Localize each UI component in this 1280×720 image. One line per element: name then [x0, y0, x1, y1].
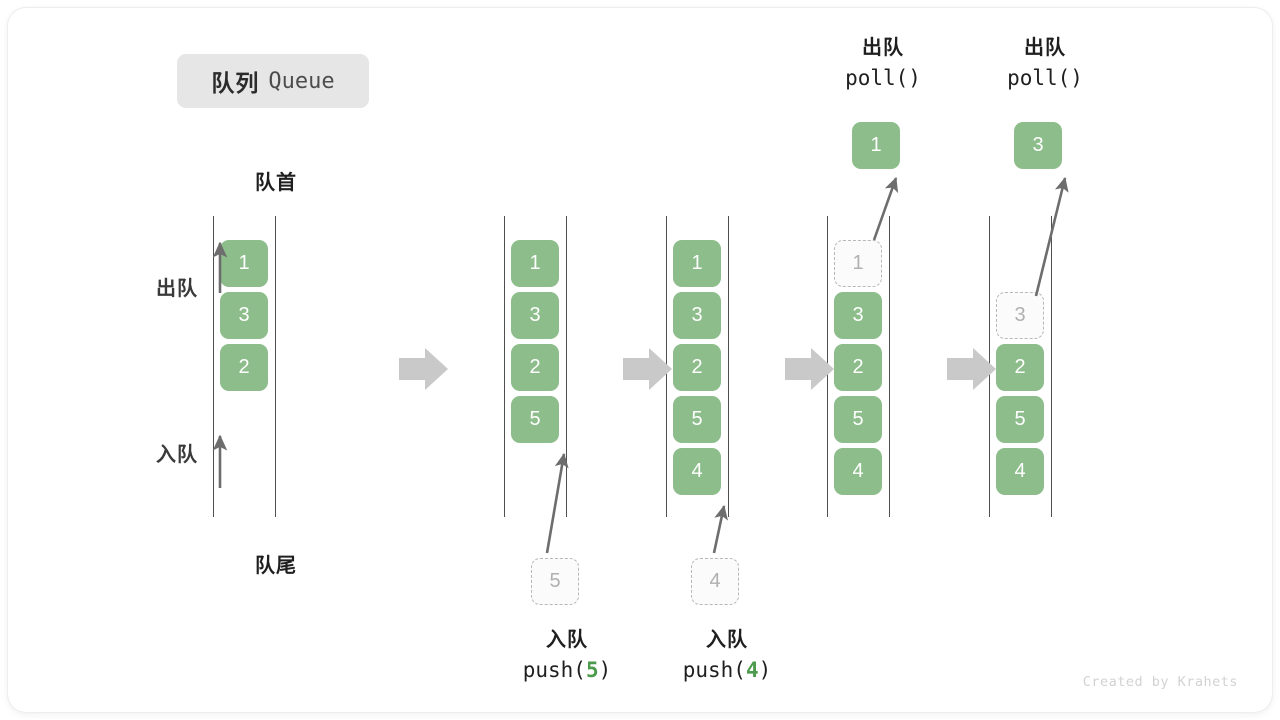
operation-label-code: poll(): [960, 63, 1130, 93]
queue-column-after-poll-1: 1 3 2 5 4 1 出队 poll(): [790, 8, 990, 712]
operation-label-push-5: 入队 push(5): [482, 626, 652, 685]
rail-right: [728, 216, 729, 517]
queue-column-after-poll-3: 3 2 5 4 3 出队 poll(): [952, 8, 1152, 712]
diagram-title-cn: 队列: [211, 70, 260, 96]
operation-label-code: push(5): [482, 655, 652, 685]
queue-cell: 1: [673, 240, 721, 287]
queue-column-after-push-4: 1 3 2 5 4 4 入队 push(4): [629, 8, 829, 712]
queue-cell: 3: [511, 292, 559, 339]
queue-cell: 4: [673, 448, 721, 495]
queue-cell: 2: [834, 344, 882, 391]
rail-right: [566, 216, 567, 517]
operation-label-code: push(4): [642, 655, 812, 685]
operation-fn: push(: [522, 658, 586, 682]
operation-close: ): [758, 658, 772, 682]
queue-cell-removed: 1: [834, 240, 882, 287]
rear-label: 队尾: [255, 555, 297, 577]
front-label: 队首: [255, 172, 297, 194]
incoming-element: 5: [531, 558, 579, 605]
queue-cell: 5: [511, 396, 559, 443]
enqueue-direction-label: 入队: [156, 444, 198, 466]
queue-cell: 3: [834, 292, 882, 339]
queue-cell: 3: [220, 292, 268, 339]
diagram-title-en: Queue: [268, 68, 335, 94]
operation-fn: poll(): [1007, 66, 1083, 90]
queue-column-after-push-5: 1 3 2 5 5 入队 push(5): [467, 8, 667, 712]
queue-cell: 3: [673, 292, 721, 339]
rail-right: [1051, 216, 1052, 517]
watermark: Created by Krahets: [1082, 674, 1238, 690]
queue-cell: 5: [673, 396, 721, 443]
rail-right: [275, 216, 276, 517]
queue-cell: 2: [511, 344, 559, 391]
queue-cell: 2: [220, 344, 268, 391]
operation-fn: push(: [682, 658, 746, 682]
queue-cell: 1: [511, 240, 559, 287]
rail-left: [504, 216, 505, 517]
operation-label-push-4: 入队 push(4): [642, 626, 812, 685]
queue-cell: 5: [996, 396, 1044, 443]
rail-left: [989, 216, 990, 517]
rail-right: [889, 216, 890, 517]
queue-cell: 1: [220, 240, 268, 287]
operation-fn: poll(): [845, 66, 921, 90]
queue-column-initial: 队首 1 3 2 队尾 出队 入队: [156, 8, 376, 712]
rail-left: [666, 216, 667, 517]
diagram-canvas: 队列 Queue 队首 1 3 2 队尾 出队 入队 1 3 2 5 5 入队 …: [8, 8, 1272, 712]
operation-arg: 4: [745, 658, 759, 682]
rail-left: [827, 216, 828, 517]
queue-cell: 2: [673, 344, 721, 391]
dequeue-direction-label: 出队: [156, 278, 198, 300]
operation-label-cn: 出队: [1024, 37, 1066, 59]
incoming-element: 4: [691, 558, 739, 605]
operation-label-cn: 入队: [546, 629, 588, 651]
operation-label-code: poll(): [798, 63, 968, 93]
queue-cell: 4: [996, 448, 1044, 495]
operation-arg: 5: [585, 658, 599, 682]
operation-label-poll-1: 出队 poll(): [798, 34, 968, 93]
step-arrow-icon: [399, 348, 448, 390]
operation-label-cn: 出队: [862, 37, 904, 59]
rail-left: [213, 216, 214, 517]
queue-cell: 2: [996, 344, 1044, 391]
operation-label-cn: 入队: [706, 629, 748, 651]
diagram-title-badge: 队列 Queue: [177, 54, 369, 108]
operation-label-poll-3: 出队 poll(): [960, 34, 1130, 93]
operation-close: ): [598, 658, 612, 682]
queue-cell: 5: [834, 396, 882, 443]
queue-cell: 4: [834, 448, 882, 495]
queue-cell-removed: 3: [996, 292, 1044, 339]
outgoing-element: 3: [1014, 122, 1062, 169]
outgoing-element: 1: [852, 122, 900, 169]
